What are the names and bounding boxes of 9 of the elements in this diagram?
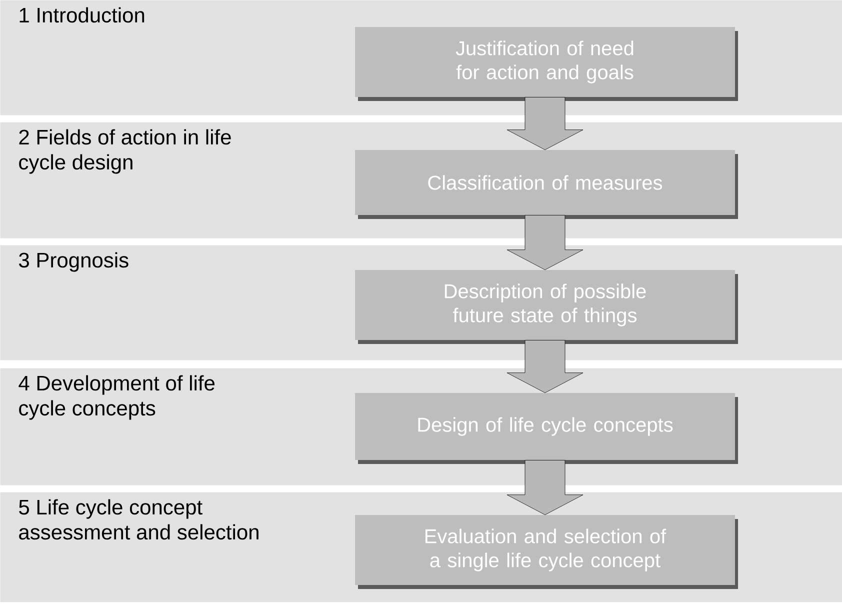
process-box: Evaluation and selection of a single life cycle concept [355, 515, 738, 589]
block-arrow [506, 340, 584, 393]
block-arrow [506, 460, 584, 515]
block-arrow [506, 97, 584, 150]
process-box: Description of possible future state of things [355, 270, 738, 344]
block-arrow [506, 215, 584, 270]
process-box: Justification of need for action and goals [355, 27, 738, 101]
process-box: Classification of measures [355, 150, 738, 219]
process-box: Design of life cycle concepts [355, 393, 738, 464]
